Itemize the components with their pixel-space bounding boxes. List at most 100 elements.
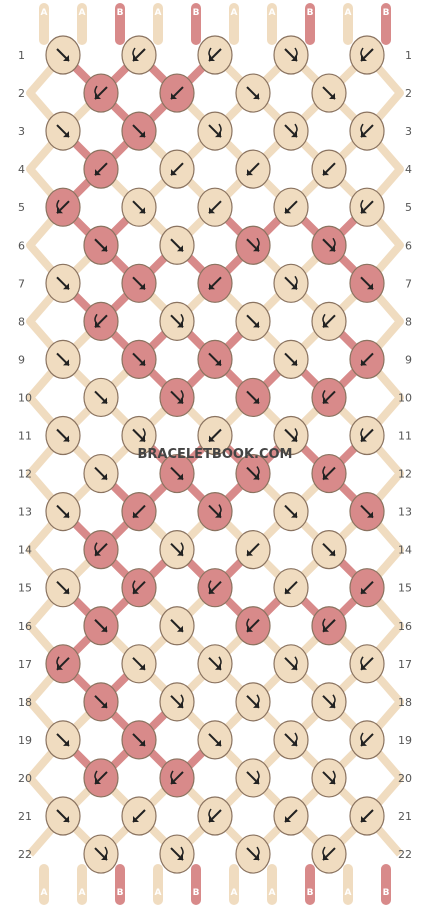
knot: [235, 682, 271, 722]
knot: [121, 187, 157, 227]
knot-arrow-bend: [132, 580, 136, 591]
knot-grid: [45, 35, 385, 874]
knot: [83, 377, 119, 418]
knot: [311, 225, 347, 265]
knot: [121, 796, 157, 836]
knot: [273, 35, 309, 75]
knot: [273, 720, 309, 760]
knot: [159, 377, 195, 418]
knot-arrow-bend: [332, 770, 336, 781]
row-number: 6: [18, 239, 25, 252]
knot-arrow-bend: [94, 770, 98, 781]
knot-arrow-bend: [56, 656, 60, 667]
knot: [121, 415, 157, 456]
strand-top-label: A: [231, 8, 238, 18]
strand-top-label: A: [79, 8, 86, 18]
knot: [311, 682, 347, 722]
row-number: 22: [18, 848, 32, 861]
knot-arrow-head: [171, 93, 177, 100]
knot-arrow-bend: [322, 618, 326, 629]
knot: [83, 73, 119, 113]
strand-bottom-label: B: [307, 888, 314, 898]
knot: [121, 111, 157, 151]
knot: [83, 758, 119, 798]
knot: [121, 263, 157, 303]
knot-arrow-head: [171, 169, 177, 176]
knot: [121, 644, 157, 684]
knot: [311, 301, 347, 341]
knot: [349, 796, 385, 836]
row-number: 8: [405, 315, 412, 328]
knot: [235, 758, 271, 798]
knot-arrow-head: [367, 511, 373, 518]
row-number: 17: [398, 658, 412, 671]
knot: [311, 453, 347, 494]
knot: [235, 377, 271, 418]
knot: [159, 606, 195, 646]
row-number: 8: [18, 315, 25, 328]
knot-arrow-bend: [256, 770, 260, 781]
row-number: 11: [18, 430, 32, 443]
knot: [45, 187, 81, 227]
knot-arrow-bend: [256, 237, 260, 248]
knot: [349, 111, 385, 151]
knot-arrow-head: [361, 359, 367, 366]
row-number: 5: [405, 201, 412, 214]
knot-arrow-head: [63, 55, 69, 61]
knot-arrow-bend: [218, 123, 222, 134]
knot: [311, 149, 347, 189]
row-number: 18: [18, 696, 32, 709]
knot: [273, 339, 309, 379]
knot: [159, 758, 195, 798]
row-number: 1: [405, 49, 412, 62]
knot-arrow-head: [139, 359, 145, 366]
row-number: 20: [18, 772, 32, 785]
strand-top-label: A: [269, 8, 276, 18]
knot: [273, 415, 309, 456]
knot-arrow-bend: [94, 542, 98, 553]
knot: [273, 644, 309, 684]
row-number: 19: [398, 734, 412, 747]
knot-arrow-head: [63, 283, 69, 290]
knot: [83, 682, 119, 722]
knot: [311, 377, 347, 418]
knot: [83, 530, 119, 570]
row-number: 3: [18, 125, 25, 138]
knot-arrow-head: [139, 663, 145, 670]
knot: [45, 111, 81, 151]
knot: [349, 339, 385, 379]
knot: [197, 339, 233, 379]
knot: [349, 568, 385, 608]
knot-arrow-bend: [322, 846, 326, 857]
knot-arrow-head: [139, 131, 145, 138]
knot: [235, 73, 271, 113]
knot-arrow-head: [63, 435, 69, 442]
knot-arrow-head: [361, 587, 367, 594]
knot: [311, 834, 347, 874]
row-number: 4: [18, 163, 25, 176]
strand-top-label: A: [155, 8, 162, 18]
knot-arrow-head: [215, 739, 221, 746]
knot: [45, 568, 81, 608]
knot: [121, 339, 157, 379]
strand-bottom-label: A: [41, 888, 48, 898]
knot-arrow-bend: [142, 428, 146, 439]
knot: [45, 796, 81, 836]
knot-arrow-bend: [256, 846, 260, 857]
knot: [349, 492, 385, 532]
strand-top-label: B: [383, 8, 390, 18]
strand-top-label: B: [193, 8, 200, 18]
row-number: 18: [398, 696, 412, 709]
knot-arrow-head: [101, 625, 107, 632]
knot: [273, 492, 309, 532]
row-number: 3: [405, 125, 412, 138]
knot-arrow-head: [177, 245, 183, 252]
knot: [349, 187, 385, 227]
knot: [159, 301, 195, 341]
row-number: 4: [405, 163, 412, 176]
knot-arrow-bend: [332, 237, 336, 248]
knot-arrow-head: [291, 359, 297, 366]
knot-arrow-bend: [94, 85, 98, 96]
